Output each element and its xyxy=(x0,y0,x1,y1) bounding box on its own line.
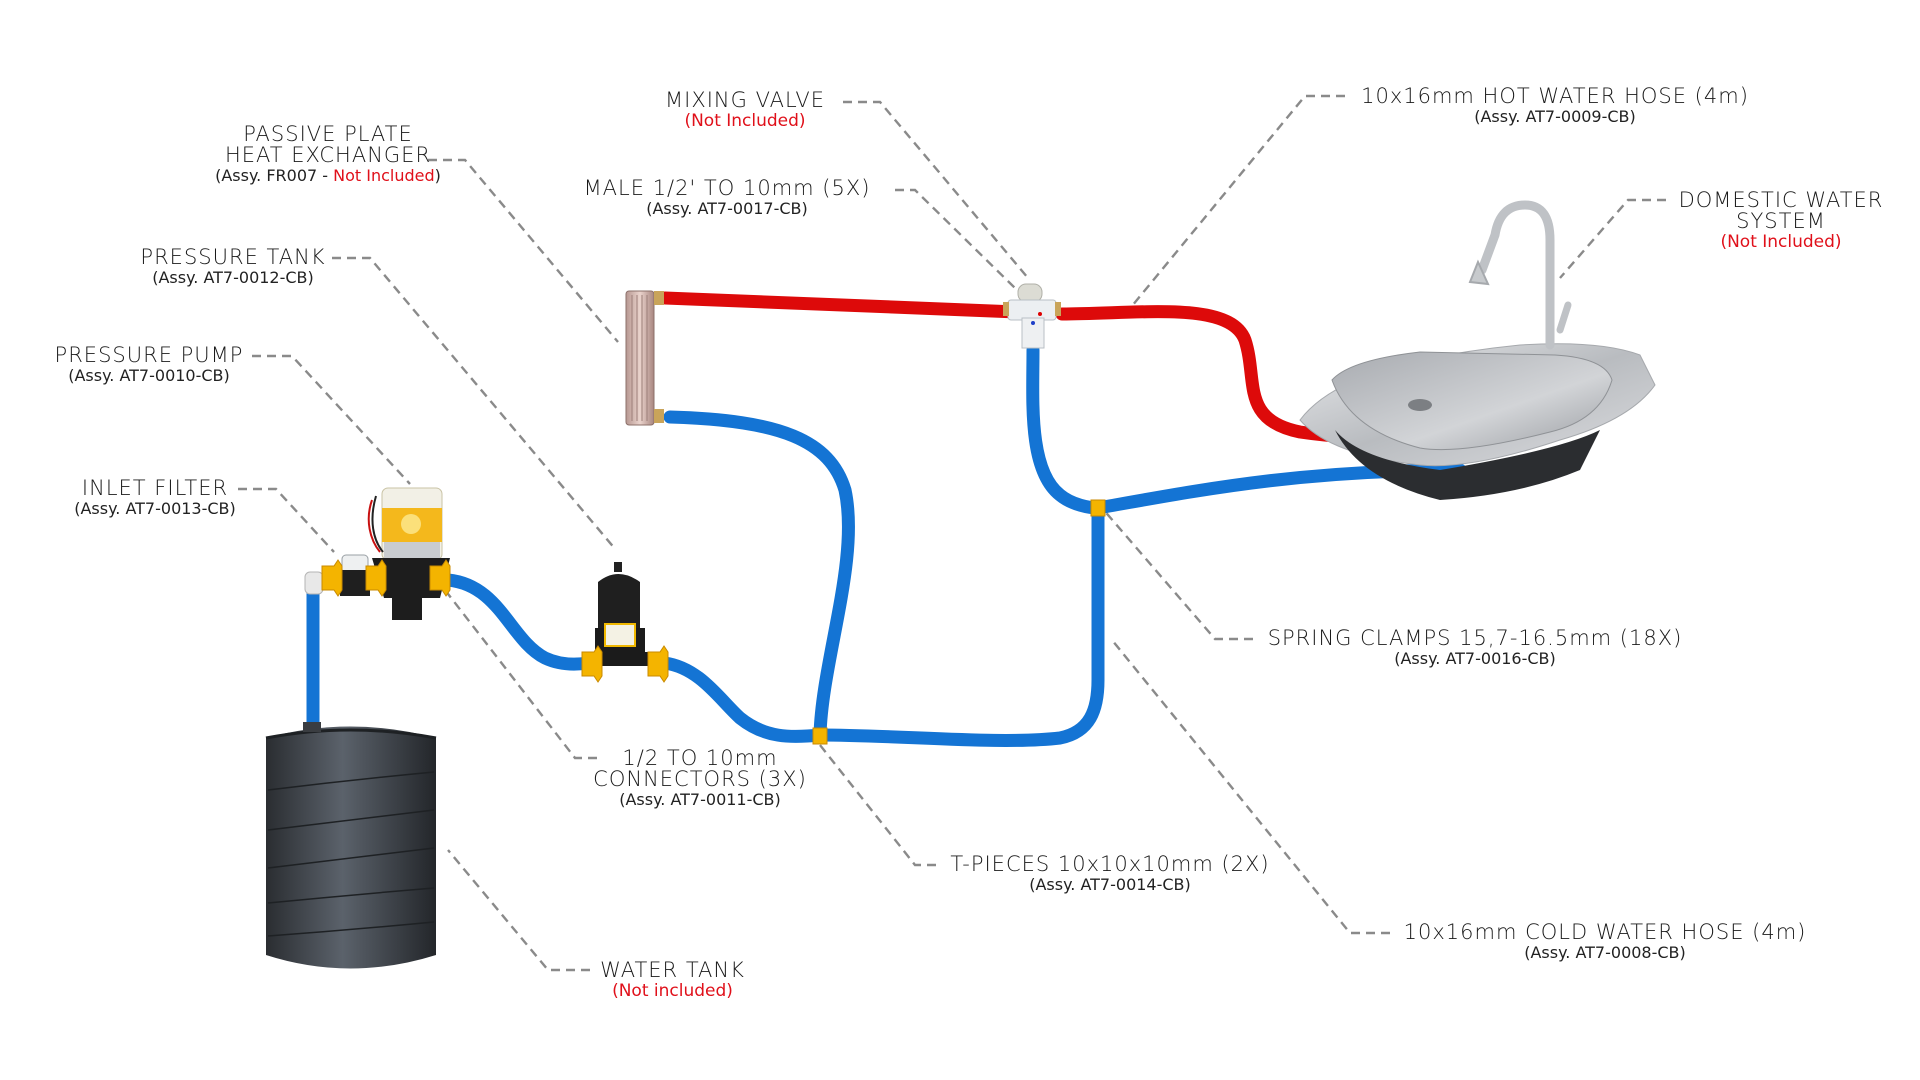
label-domestic-system: DOMESTIC WATER SYSTEM (Not Included) xyxy=(1666,190,1896,251)
leader-heat-exchanger xyxy=(428,158,619,343)
faucet xyxy=(1468,200,1572,350)
label-inlet-filter: INLET FILTER (Assy. AT7-0013-CB) xyxy=(74,476,236,518)
leader-connectors xyxy=(444,589,597,760)
label-pressure-tank: PRESSURE TANK (Assy. AT7-0012-CB) xyxy=(140,245,326,287)
label-mixing-valve: MIXING VALVE (Not Included) xyxy=(650,90,840,130)
label-cold-hose: 10x16mm COLD WATER HOSE (4m) (Assy. AT7-… xyxy=(1403,920,1807,962)
leader-mixing-valve xyxy=(843,100,1029,279)
cold-hose-valve-to-tpiece xyxy=(1026,343,1105,515)
label-spring-clamps: SPRING CLAMPS 15,7-16.5mm (18X) (Assy. A… xyxy=(1267,626,1683,668)
leader-water-tank xyxy=(447,849,590,972)
pressure-pump xyxy=(367,487,450,620)
leader-inlet-filter xyxy=(238,487,335,553)
pressure-tank xyxy=(588,562,652,666)
leader-pressure-pump xyxy=(252,354,411,485)
connector-ptank-out xyxy=(647,645,669,683)
not-included-note: (Not Included) xyxy=(684,111,806,131)
leader-t-pieces xyxy=(815,739,936,867)
cold-hose-tpiece-bottom-to-right xyxy=(813,503,1105,747)
label-connectors: 1/2 TO 10mm CONNECTORS (3X) (Assy. AT7-0… xyxy=(593,746,807,809)
label-heat-exchanger: PASSIVE PLATE HEAT EXCHANGER (Assy. FR00… xyxy=(168,124,488,184)
t-piece-lower xyxy=(812,727,828,745)
label-water-tank: WATER TANK (Not included) xyxy=(590,960,755,1000)
inlet-filter xyxy=(304,554,370,596)
leader-hot-hose xyxy=(1131,94,1345,307)
label-t-pieces: T-PIECES 10x10x10mm (2X) (Assy. AT7-0014… xyxy=(950,852,1270,894)
leader-spring-clamps xyxy=(1101,507,1253,641)
leader-lines xyxy=(238,94,1666,972)
connector-pump-out xyxy=(429,559,451,597)
not-included-note: (Not Included) xyxy=(1720,232,1842,252)
cold-hose-tpiece-to-heat-exchanger xyxy=(663,410,855,742)
connector-filter-in xyxy=(321,559,343,597)
hoses xyxy=(306,291,1467,747)
leader-domestic-system xyxy=(1559,198,1666,279)
connector-ptank-in xyxy=(581,645,603,683)
assy-heat-exchanger: (Assy. FR007 - Not Included) xyxy=(215,166,441,185)
heat-exchanger xyxy=(625,290,664,426)
label-hot-hose: 10x16mm HOT WATER HOSE (4m) (Assy. AT7-0… xyxy=(1361,84,1749,126)
leader-male-adapter xyxy=(895,188,1018,291)
not-included-note: (Not included) xyxy=(612,981,733,1001)
hot-hose-exchanger-to-valve xyxy=(658,291,1025,319)
label-male-adapter: MALE 1/2' TO 10mm (5X) (Assy. AT7-0017-C… xyxy=(583,176,871,218)
water-tank xyxy=(265,722,437,969)
mixing-valve xyxy=(1003,283,1061,349)
cold-hose-pump-to-pressure-tank xyxy=(441,573,595,671)
t-piece-upper xyxy=(1090,499,1106,517)
sink xyxy=(1299,343,1656,500)
connectors xyxy=(321,499,1106,745)
leader-pressure-tank xyxy=(332,256,617,551)
label-pressure-pump: PRESSURE PUMP (Assy. AT7-0010-CB) xyxy=(54,343,244,385)
leader-cold-hose xyxy=(1111,639,1390,935)
connector-filter-out xyxy=(365,559,387,597)
cold-hose-pressure-tank-to-tpiece xyxy=(658,656,827,743)
